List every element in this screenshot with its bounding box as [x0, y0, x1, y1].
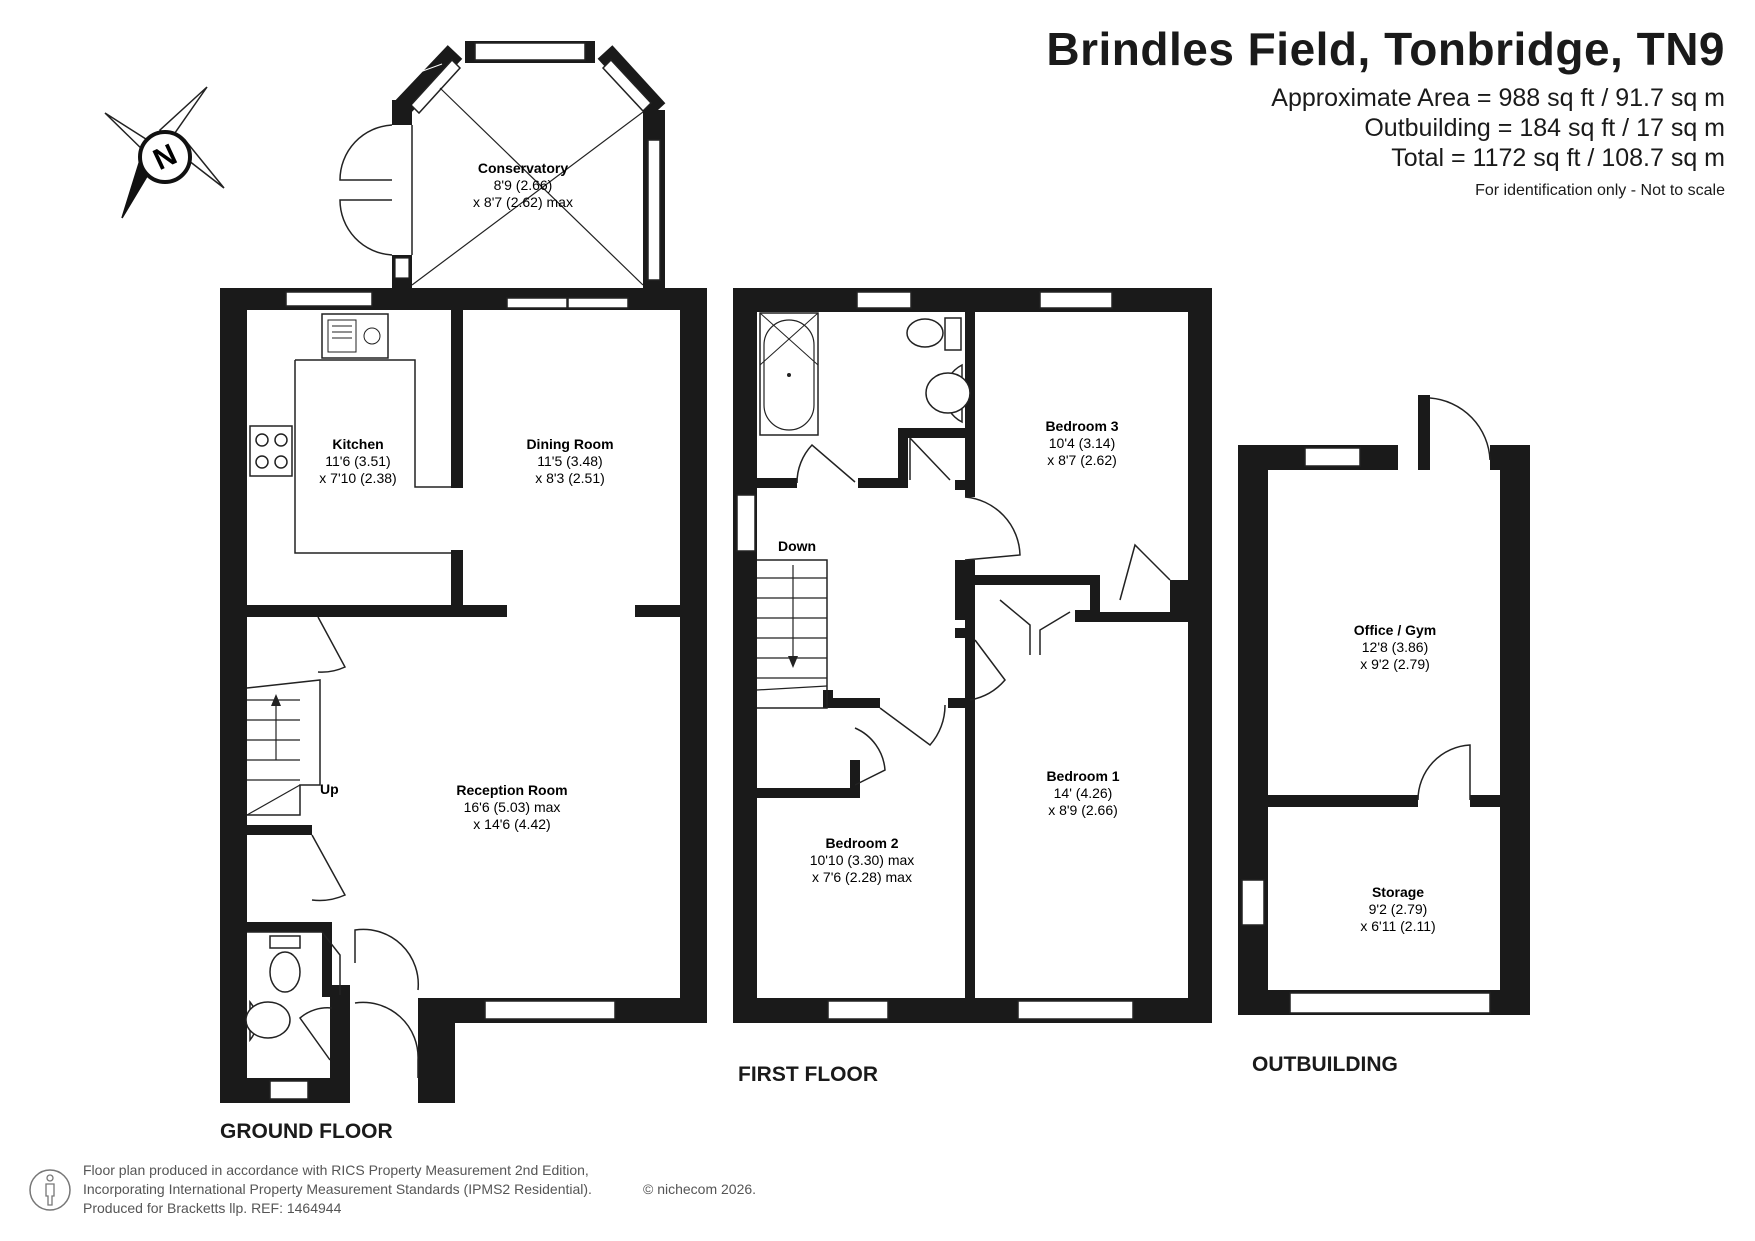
- svg-text:10'4 (3.14): 10'4 (3.14): [1049, 435, 1116, 451]
- svg-text:Dining Room: Dining Room: [526, 436, 613, 452]
- compass-icon: N: [104, 86, 225, 219]
- svg-text:11'5 (3.48): 11'5 (3.48): [537, 453, 602, 469]
- svg-text:12'8 (3.86): 12'8 (3.86): [1362, 639, 1429, 655]
- room-label-bedroom-1: Bedroom 1 14' (4.26) x 8'9 (2.66): [1046, 768, 1119, 818]
- svg-text:Bedroom 1: Bedroom 1: [1046, 768, 1119, 784]
- ground-floor-label: GROUND FLOOR: [220, 1120, 393, 1143]
- svg-text:10'10 (3.30) max: 10'10 (3.30) max: [810, 852, 915, 868]
- first-floor-plan: [733, 288, 1212, 1023]
- footer-copyright: © nichecom 2026.: [643, 1181, 757, 1197]
- svg-text:9'2 (2.79): 9'2 (2.79): [1369, 901, 1428, 917]
- footer-line-2: Incorporating International Property Mea…: [83, 1181, 592, 1197]
- svg-text:Bedroom 3: Bedroom 3: [1045, 418, 1118, 434]
- room-label-bedroom-3: Bedroom 3 10'4 (3.14) x 8'7 (2.62): [1045, 418, 1118, 468]
- svg-text:x 7'6 (2.28) max: x 7'6 (2.28) max: [812, 869, 912, 885]
- svg-text:x 7'10 (2.38): x 7'10 (2.38): [319, 470, 396, 486]
- svg-text:Bedroom 2: Bedroom 2: [825, 835, 898, 851]
- ground-floor-plan: [220, 40, 707, 1103]
- first-floor-label: FIRST FLOOR: [738, 1063, 878, 1086]
- outbuilding-plan: [1238, 395, 1530, 1015]
- svg-text:11'6 (3.51): 11'6 (3.51): [325, 453, 390, 469]
- room-label-bedroom-2: Bedroom 2 10'10 (3.30) max x 7'6 (2.28) …: [810, 835, 915, 885]
- svg-text:Conservatory: Conservatory: [478, 160, 568, 176]
- svg-text:x 6'11 (2.11): x 6'11 (2.11): [1360, 918, 1435, 934]
- stairs-down-label: Down: [778, 538, 816, 554]
- svg-text:16'6 (5.03) max: 16'6 (5.03) max: [464, 799, 561, 815]
- approximate-area: Approximate Area = 988 sq ft / 91.7 sq m: [1271, 84, 1725, 112]
- room-label-reception-room: Reception Room 16'6 (5.03) max x 14'6 (4…: [456, 782, 567, 832]
- room-label-storage: Storage 9'2 (2.79) x 6'11 (2.11): [1360, 884, 1435, 934]
- svg-text:Reception Room: Reception Room: [456, 782, 567, 798]
- outbuilding-label: OUTBUILDING: [1252, 1053, 1398, 1076]
- page-title: Brindles Field, Tonbridge, TN9: [1046, 23, 1725, 75]
- svg-text:x 8'7 (2.62) max: x 8'7 (2.62) max: [473, 194, 573, 210]
- outbuilding-area: Outbuilding = 184 sq ft / 17 sq m: [1364, 114, 1725, 142]
- room-label-office-gym: Office / Gym 12'8 (3.86) x 9'2 (2.79): [1354, 622, 1436, 672]
- identification-note: For identification only - Not to scale: [1475, 182, 1725, 199]
- footer-disclaimer: Floor plan produced in accordance with R…: [83, 1161, 756, 1218]
- room-label-kitchen: Kitchen 11'6 (3.51) x 7'10 (2.38): [319, 436, 396, 486]
- person-icon: [29, 1169, 71, 1211]
- room-label-dining-room: Dining Room 11'5 (3.48) x 8'3 (2.51): [526, 436, 613, 486]
- footer-line-1: Floor plan produced in accordance with R…: [83, 1162, 589, 1178]
- footer-line-3: Produced for Bracketts llp. REF: 1464944: [83, 1200, 342, 1216]
- svg-text:Office / Gym: Office / Gym: [1354, 622, 1436, 638]
- svg-text:Kitchen: Kitchen: [332, 436, 383, 452]
- svg-text:8'9 (2.66): 8'9 (2.66): [494, 177, 553, 193]
- svg-text:x 8'9 (2.66): x 8'9 (2.66): [1048, 802, 1118, 818]
- svg-text:x 8'7 (2.62): x 8'7 (2.62): [1047, 452, 1117, 468]
- total-area: Total = 1172 sq ft / 108.7 sq m: [1391, 144, 1725, 172]
- room-label-conservatory: Conservatory 8'9 (2.66) x 8'7 (2.62) max: [473, 160, 573, 210]
- svg-text:x 8'3 (2.51): x 8'3 (2.51): [535, 470, 605, 486]
- svg-text:x 9'2 (2.79): x 9'2 (2.79): [1360, 656, 1430, 672]
- svg-text:Storage: Storage: [1372, 884, 1424, 900]
- stairs-up-label: Up: [320, 781, 339, 797]
- svg-text:x 14'6 (4.42): x 14'6 (4.42): [473, 816, 550, 832]
- svg-text:14' (4.26): 14' (4.26): [1054, 785, 1113, 801]
